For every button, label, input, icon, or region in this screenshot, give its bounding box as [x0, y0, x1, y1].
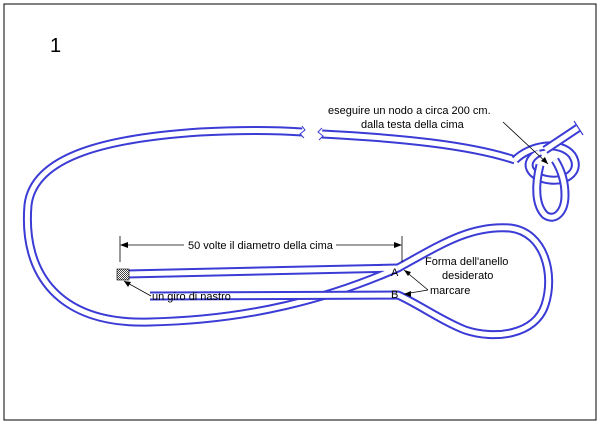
figure-number: 1 — [50, 35, 61, 57]
tape-arrowhead — [124, 281, 131, 287]
rope-left-section — [22, 126, 403, 327]
diagram-border — [3, 3, 597, 421]
rope-right-section — [321, 129, 517, 165]
rope-eye-loop — [149, 223, 554, 340]
knot-label-line2: dalla testa della cima — [361, 119, 465, 131]
knot-arrowhead — [541, 157, 548, 164]
point-a-label: A — [391, 267, 399, 279]
tape-wrap-icon — [116, 268, 130, 281]
loop-label-line2: desiderato — [442, 270, 493, 282]
point-b-label: B — [391, 289, 398, 301]
length-dimension — [119, 236, 403, 262]
loop-label-line1: Forma dell'anello — [425, 256, 508, 268]
knot-leader — [502, 121, 549, 165]
mark-label: marcare — [430, 285, 470, 297]
knot-label-line1: eseguire un nodo a circa 200 cm. — [328, 105, 491, 117]
tape-label: un giro di nastro — [152, 291, 231, 303]
mark-leaders — [403, 269, 429, 297]
length-label: 50 volte il diametro della cima — [188, 240, 334, 252]
rope-break-left — [299, 125, 306, 139]
overhand-knot — [511, 120, 584, 222]
rope-break-right — [317, 127, 324, 141]
